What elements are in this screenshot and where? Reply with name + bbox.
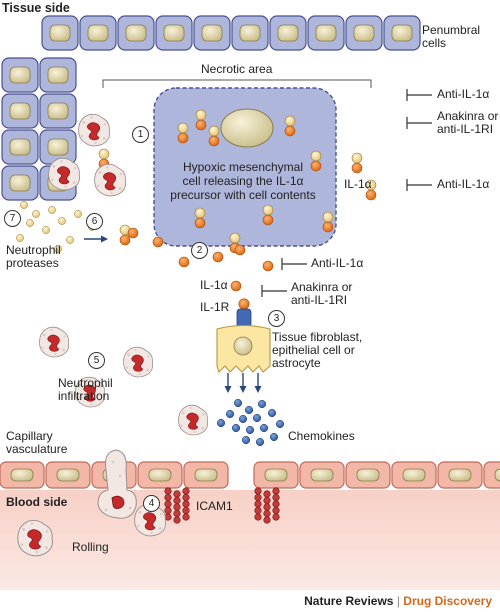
penumbral-cell-row: [41, 15, 421, 51]
fibroblast-cell: [216, 324, 271, 374]
il1-receptor: [236, 298, 252, 328]
il1a-right-label: IL-1α: [344, 177, 372, 191]
journal-section: Drug Discovery: [403, 594, 492, 608]
fibroblast-label: Tissue fibroblast, epithelial cell or as…: [272, 330, 363, 370]
step-2-marker: 2: [191, 242, 208, 259]
step-6-marker: 6: [86, 213, 103, 230]
hypoxic-cell-nucleus: [220, 108, 274, 148]
step-5-marker: 5: [88, 352, 105, 369]
il1r-label: IL-1R: [200, 300, 230, 314]
endothelium: [0, 461, 500, 489]
step-7-marker: 7: [4, 210, 21, 227]
inhibitor-anti-il1a-1: Anti-IL-1α: [437, 87, 490, 101]
step-4-marker: 4: [143, 495, 160, 512]
necrotic-area-label: Necrotic area: [201, 62, 273, 76]
inhibitor-anakinra-2: Anakinra or anti-IL-1RI: [291, 280, 353, 307]
blood-side-region: [0, 490, 500, 590]
penumbral-cells-label: Penumbral cells: [422, 23, 481, 50]
chemokines-label: Chemokines: [288, 429, 355, 443]
blood-side-label: Blood side: [6, 495, 68, 509]
inhibitor-anakinra-1: Anakinra or anti-IL-1RI: [437, 109, 499, 136]
inhibitor-anti-il1a-3: Anti-IL-1α: [311, 256, 364, 270]
step-3-marker: 3: [268, 310, 285, 327]
secretion-arrows: [227, 373, 259, 388]
capillary-vasculature-label: Capillary vasculature: [6, 429, 68, 456]
inhibitor-bars: [261, 89, 432, 297]
step-1-marker: 1: [132, 126, 149, 143]
journal-footer: Nature Reviews | Drug Discovery: [304, 594, 492, 608]
journal-name: Nature Reviews: [304, 594, 394, 608]
hypoxic-cell-label: Hypoxic mesenchymal cell releasing the I…: [170, 160, 316, 202]
transmigrating-neutrophil: [97, 449, 137, 519]
icam1-label: ICAM1: [196, 499, 233, 513]
inhibitor-anti-il1a-2: Anti-IL-1α: [437, 177, 490, 191]
il1a-mid-label: IL-1α: [200, 278, 228, 292]
footer-separator: |: [396, 594, 400, 608]
neutrophil-infiltration-label: Neutrophil infiltration: [58, 376, 113, 403]
chemokines-dots: [216, 398, 285, 447]
rolling-label: Rolling: [72, 540, 109, 554]
necrotic-area-bracket: [102, 79, 372, 88]
tissue-side-label: Tissue side: [2, 1, 70, 15]
neutrophil-proteases-label: Neutrophil proteases: [6, 243, 61, 270]
